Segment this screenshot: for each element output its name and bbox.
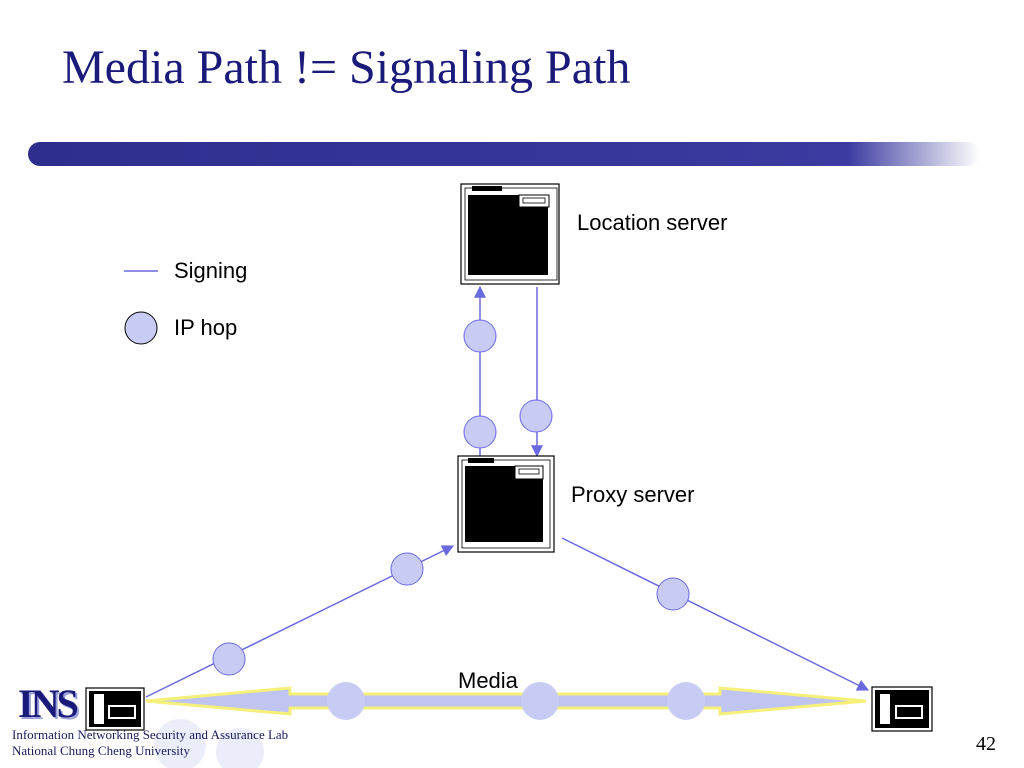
footer-lab-name: Information Networking Security and Assu… (12, 727, 289, 742)
page-number: 42 (976, 733, 996, 755)
ip-hops (212, 319, 705, 720)
ip-hop (521, 682, 559, 720)
ip-hop (327, 682, 365, 720)
header-bar (28, 142, 980, 166)
callee-phone-icon (871, 686, 933, 732)
ip-hop (463, 415, 497, 449)
ip-hop (656, 577, 690, 611)
slide-title: Media Path != Signaling Path (62, 41, 631, 94)
ip-hop (667, 682, 705, 720)
ip-hop (212, 642, 246, 676)
legend-ip-hop-icon (124, 311, 158, 345)
ip-hop (390, 552, 424, 586)
location-server-icon (460, 183, 560, 285)
ip-hop (519, 399, 553, 433)
media-label: Media (458, 668, 518, 693)
signal-line-proxy-to-callee (561, 537, 870, 691)
lab-logo: INS (18, 681, 79, 726)
location-server-label: Location server (577, 210, 728, 235)
legend-ip-hop-label: IP hop (174, 315, 238, 340)
ip-hop (463, 319, 497, 353)
legend-signing-label: Signing (174, 258, 248, 283)
proxy-server-icon (457, 455, 555, 553)
caller-phone-icon (85, 687, 145, 731)
footer-university: National Chung Cheng University (12, 743, 191, 758)
proxy-server-label: Proxy server (571, 482, 695, 507)
footer-decoration (154, 719, 264, 768)
